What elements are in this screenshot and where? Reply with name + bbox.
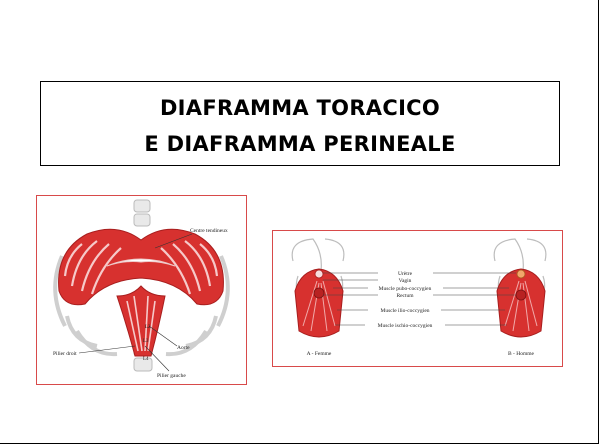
pelvic-illustration: Urètre Vagin Muscle pubo-coccygien Rectu… (291, 238, 547, 357)
crura-fibers (126, 295, 156, 352)
rectum-left (313, 287, 325, 299)
label-vagin: Vagin (399, 278, 412, 284)
label-aorte: Aorte (177, 345, 190, 351)
pelvic-muscle-left (294, 268, 344, 338)
label-centre-tendineux: Centre tendineux (190, 228, 228, 234)
label-pubo-coccygien: Muscle pubo-coccygien (379, 286, 432, 292)
label-pilier-droit: Pilier droit (53, 351, 77, 357)
title-line-1: DIAFRAMMA TORACICO (159, 96, 441, 120)
central-tendon (106, 258, 176, 267)
diaphragm-illustration: Centre tendineux L2 L3 L4 Aorte Pilier d… (53, 199, 230, 379)
label-ilio-coccygien: Muscle ilio-coccygien (380, 308, 429, 314)
label-uretre: Urètre (398, 271, 413, 277)
diaphragm-figure: Centre tendineux L2 L3 L4 Aorte Pilier d… (36, 195, 247, 385)
label-ischio-coccygien: Muscle ischio-coccygien (378, 323, 433, 329)
title-box: DIAFRAMMA TORACICO E DIAFRAMMA PERINEALE (40, 81, 560, 166)
pelvic-floor-figure: Urètre Vagin Muscle pubo-coccygien Rectu… (272, 230, 563, 367)
rib-cage (53, 255, 230, 357)
label-l3: L3 (143, 339, 149, 344)
crura (116, 285, 166, 357)
title-line-2: E DIAFRAMMA PERINEALE (144, 132, 456, 156)
urethra-left (314, 269, 324, 279)
label-pilier-gauche: Pilier gauche (157, 373, 186, 379)
pelvic-leader-lines (323, 272, 516, 326)
rectum-right (515, 289, 527, 301)
label-l4: L4 (143, 357, 149, 362)
muscle-fibers (63, 240, 219, 295)
pelvic-muscle-right (496, 268, 546, 338)
label-l2: L2 (145, 325, 151, 330)
label-femme: A - Femme (307, 351, 332, 357)
leader-lines (78, 233, 193, 372)
label-rectum: Rectum (396, 293, 414, 299)
diaphragm-dome (58, 228, 224, 306)
label-homme: B - Homme (508, 351, 535, 357)
urethra-right (516, 269, 526, 279)
